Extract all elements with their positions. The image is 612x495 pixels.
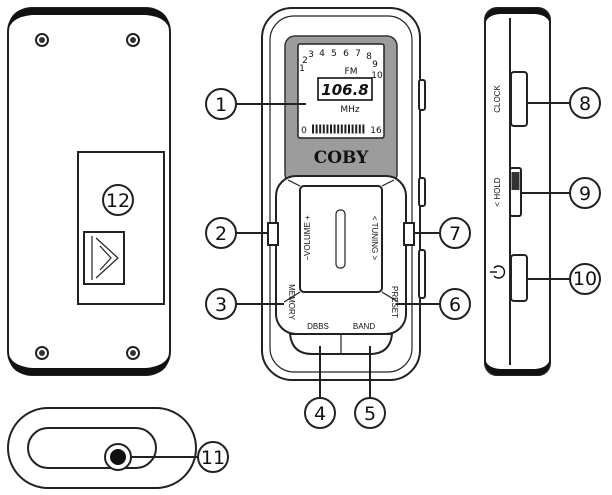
callout-number: 7 xyxy=(449,223,461,245)
tuning-label: < TUNING > xyxy=(370,216,379,261)
callout-number: 11 xyxy=(201,447,225,469)
callout-number: 2 xyxy=(215,223,227,245)
bottom-view: 11 xyxy=(7,407,229,489)
channel-number: 6 xyxy=(343,49,349,59)
callout-7: 7 xyxy=(439,217,471,249)
lcd-screen: 1 2 3 4 5 6 7 8 9 10 FM 106.8 MHz 0 16 xyxy=(297,43,385,139)
callout-2: 2 xyxy=(205,217,237,249)
side-bottom-cap xyxy=(485,359,550,375)
bottom-housing xyxy=(7,407,197,489)
power-button xyxy=(510,254,528,302)
left-side-button xyxy=(267,222,279,246)
channel-number: 3 xyxy=(308,50,314,60)
preset-label: PRESET xyxy=(390,286,399,318)
hold-label: < HOLD xyxy=(493,177,502,206)
callout-number: 9 xyxy=(579,183,591,205)
back-housing xyxy=(7,7,171,376)
screw-icon xyxy=(35,346,49,360)
brand-logo: COBY xyxy=(314,148,369,168)
clock-label: CLOCK xyxy=(493,85,502,113)
callout-9: 9 xyxy=(569,177,601,209)
callout-5: 5 xyxy=(354,397,386,429)
side-button-bump xyxy=(418,79,426,111)
back-top-cap xyxy=(8,8,170,32)
battery-door xyxy=(77,151,165,305)
channel-number: 8 xyxy=(366,52,372,62)
right-side-button xyxy=(403,222,415,246)
frequency-readout: 106.8 xyxy=(321,81,368,99)
screw-icon xyxy=(126,33,140,47)
scale-max: 16 xyxy=(370,126,382,136)
back-bottom-cap xyxy=(8,351,170,375)
bottom-recess xyxy=(27,427,157,469)
callout-number: 3 xyxy=(215,294,227,316)
control-pad: −VOLUME + < TUNING > MEMORY PRESET DBBS … xyxy=(267,175,415,355)
volume-label: −VOLUME + xyxy=(303,215,312,261)
side-top-cap xyxy=(485,8,550,24)
battery-latch xyxy=(83,231,125,285)
hold-switch xyxy=(509,167,522,217)
scale-min: 0 xyxy=(301,126,307,136)
side-switch-bump xyxy=(418,177,426,207)
frequency-box xyxy=(317,77,373,101)
channel-number: 2 xyxy=(302,56,308,66)
memory-label: MEMORY xyxy=(287,284,296,321)
callout-number: 12 xyxy=(106,190,130,212)
dbbs-label: DBBS xyxy=(307,322,329,331)
screw-icon xyxy=(126,346,140,360)
callout-number: 4 xyxy=(314,403,326,425)
channel-number: 1 xyxy=(299,64,305,74)
front-inner-outline xyxy=(269,15,413,373)
volume-tuning-rocker xyxy=(299,185,383,293)
callout-number: 8 xyxy=(579,93,591,115)
callout-number: 5 xyxy=(364,403,376,425)
side-view: CLOCK < HOLD 8 9 10 xyxy=(484,7,601,376)
arrow-right-icon xyxy=(95,237,119,279)
callout-1: 1 xyxy=(205,88,237,120)
callout-number: 10 xyxy=(573,268,597,290)
rocker-slot xyxy=(335,209,346,269)
channel-number: 4 xyxy=(319,49,325,59)
callout-10: 10 xyxy=(569,263,601,295)
callout-11: 11 xyxy=(197,441,229,473)
callout-number: 6 xyxy=(449,294,461,316)
callout-number: 1 xyxy=(215,94,227,116)
side-button-bump xyxy=(418,249,426,299)
callout-4: 4 xyxy=(304,397,336,429)
clock-button xyxy=(510,71,528,127)
power-icon xyxy=(490,265,506,279)
channel-number: 7 xyxy=(355,49,361,59)
channel-number: 5 xyxy=(331,49,337,59)
screw-icon xyxy=(35,33,49,47)
callout-6: 6 xyxy=(439,288,471,320)
band-indicator: FM xyxy=(345,67,358,77)
front-view: 1 2 3 4 5 6 7 8 9 10 FM 106.8 MHz 0 16 C… xyxy=(205,7,471,429)
frequency-unit: MHz xyxy=(340,105,360,115)
headphone-jack-icon xyxy=(104,443,132,471)
back-view: 12 xyxy=(7,7,171,376)
band-label: BAND xyxy=(353,322,375,331)
channel-number: 9 xyxy=(372,60,378,70)
callout-8: 8 xyxy=(569,87,601,119)
callout-12: 12 xyxy=(102,184,134,216)
channel-number: 10 xyxy=(371,71,383,81)
callout-3: 3 xyxy=(205,288,237,320)
